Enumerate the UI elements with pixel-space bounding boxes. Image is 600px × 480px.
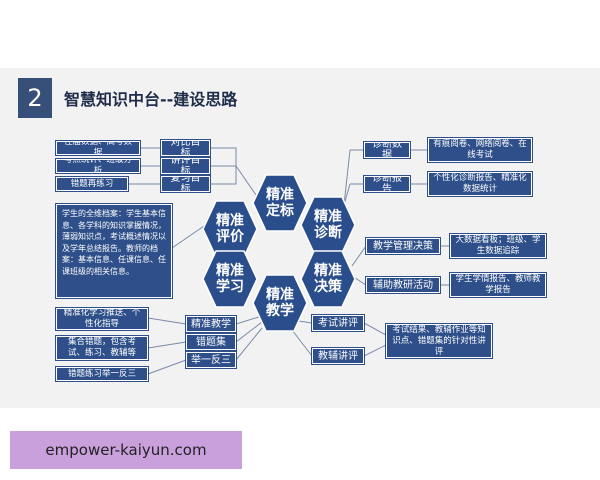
profile-box: 学生的全维档案：学生基本信息、各学科的知识掌握情况，薄弱知识点，考试概述情况以及… xyxy=(56,204,172,298)
watermark-banner: empower-kaiyun.com xyxy=(10,431,242,469)
hexagon-label: 精准 评价 xyxy=(216,213,244,245)
detail-box: 精准化学习推送、个性化指导 xyxy=(56,308,148,330)
hexagon-dingbiao: 精准 定标 xyxy=(252,174,308,232)
detail-box: 学生学情报告、教师教学报告 xyxy=(450,273,546,297)
detail-box: 考点统计、班级分析 xyxy=(56,159,140,173)
hexagon-xuexi: 精准 学习 xyxy=(202,250,258,308)
hexagon-pingjia: 精准 评价 xyxy=(202,200,258,258)
label-box: 教学管理决策 xyxy=(366,238,440,254)
label-box: 辅助教研活动 xyxy=(366,277,440,293)
detail-box: 错题练习举一反三 xyxy=(56,367,148,381)
label-box: 错题集 xyxy=(186,334,236,350)
detail-box: 错题再练习 xyxy=(56,177,128,191)
label-box: 诊断报告 xyxy=(364,176,410,192)
hexagon-juece: 精准 决策 xyxy=(300,250,356,308)
detail-box: 考试结果、教辅作业等知识点、错题集的针对性讲评 xyxy=(386,324,492,358)
hexagon-label: 精准 决策 xyxy=(314,263,342,295)
detail-box: 大数据看板；班级、学生数据追踪 xyxy=(450,234,546,258)
hexagon-label: 精准 定标 xyxy=(266,187,294,219)
label-box: 精准教学 xyxy=(186,316,236,332)
label-box: 讲评目标 xyxy=(161,158,210,174)
hexagon-label: 精准 诊断 xyxy=(314,209,342,241)
hexagon-label: 精准 教学 xyxy=(266,287,294,319)
label-box: 诊断数据 xyxy=(364,142,410,158)
detail-box: 往届数据、高考数据 xyxy=(56,141,140,155)
label-box: 对比目标 xyxy=(161,140,210,156)
label-box: 教辅讲评 xyxy=(312,348,364,364)
label-box: 复习目标 xyxy=(161,176,210,192)
section-number: 2 xyxy=(18,78,52,118)
detail-box: 集合错题，包含考试、练习、教辅等 xyxy=(56,336,148,360)
hexagon-label: 精准 学习 xyxy=(216,263,244,295)
hexagon-jiaoxue: 精准 教学 xyxy=(252,274,308,332)
slide-title: 智慧知识中台--建设思路 xyxy=(64,90,238,109)
label-box: 考试讲评 xyxy=(312,315,364,331)
label-box: 举一反三 xyxy=(186,352,236,368)
detail-box: 个性化诊断报告、精准化数据统计 xyxy=(428,172,532,196)
hexagon-zhenduan: 精准 诊断 xyxy=(300,196,356,254)
detail-box: 有痕阅卷、网络阅卷、在线考试 xyxy=(428,138,532,162)
